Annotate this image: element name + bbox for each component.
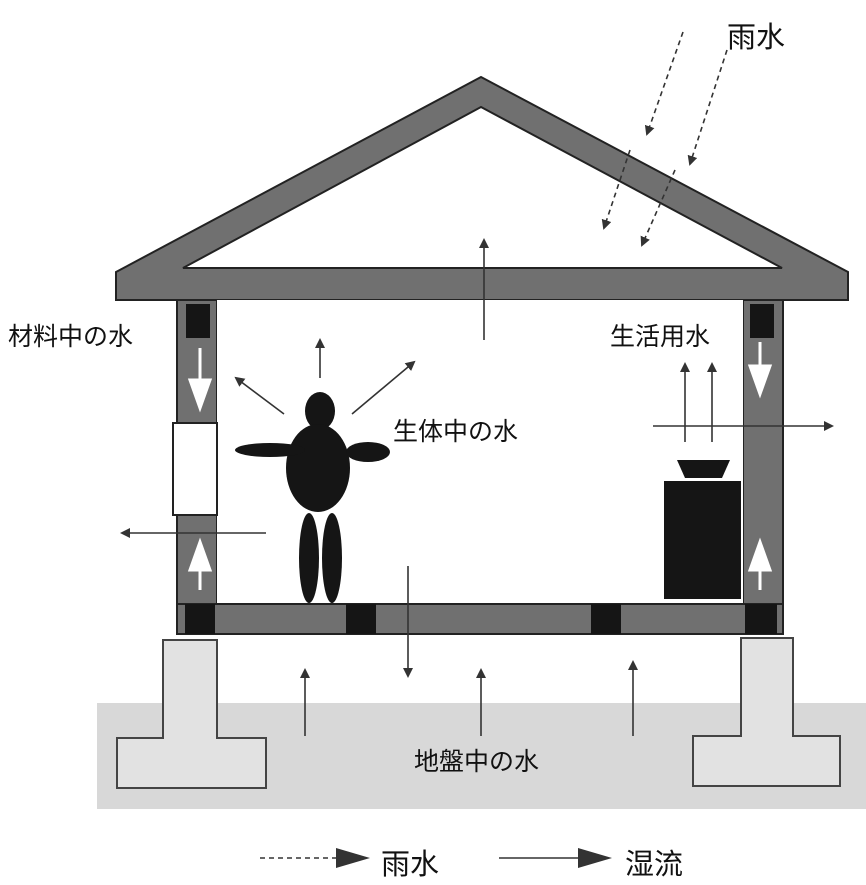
body-water-label: 生体中の水 bbox=[393, 417, 519, 446]
ground-water-label: 地盤中の水 bbox=[414, 747, 540, 776]
attic bbox=[182, 105, 783, 269]
floor-block bbox=[346, 604, 376, 634]
right-wall bbox=[742, 299, 784, 635]
left-footing bbox=[116, 639, 267, 789]
floor-block bbox=[591, 604, 621, 634]
wall-top-block-left bbox=[186, 304, 210, 338]
window bbox=[172, 422, 218, 516]
legend-rain-label: 雨水 bbox=[381, 847, 440, 881]
wall-arrows bbox=[187, 342, 773, 590]
legend-rain-arrowhead bbox=[336, 848, 370, 868]
person-icon bbox=[235, 392, 390, 603]
living-water-label: 生活用水 bbox=[610, 322, 711, 351]
right-footing bbox=[692, 637, 841, 787]
wall-top-block-right bbox=[750, 304, 774, 338]
floor-slab bbox=[176, 603, 784, 635]
material-water-label: 材料中の水 bbox=[8, 322, 134, 351]
moisture-flow-arrows bbox=[120, 238, 834, 736]
rainwater-label: 雨水 bbox=[727, 20, 786, 54]
floor-block bbox=[745, 604, 777, 634]
legend bbox=[260, 848, 612, 868]
floor-block bbox=[185, 604, 215, 634]
water-appliance-icon bbox=[664, 460, 741, 599]
rainwater-arrows bbox=[601, 31, 728, 247]
legend-flow-label: 湿流 bbox=[625, 847, 684, 881]
legend-flow-arrowhead bbox=[578, 848, 612, 868]
